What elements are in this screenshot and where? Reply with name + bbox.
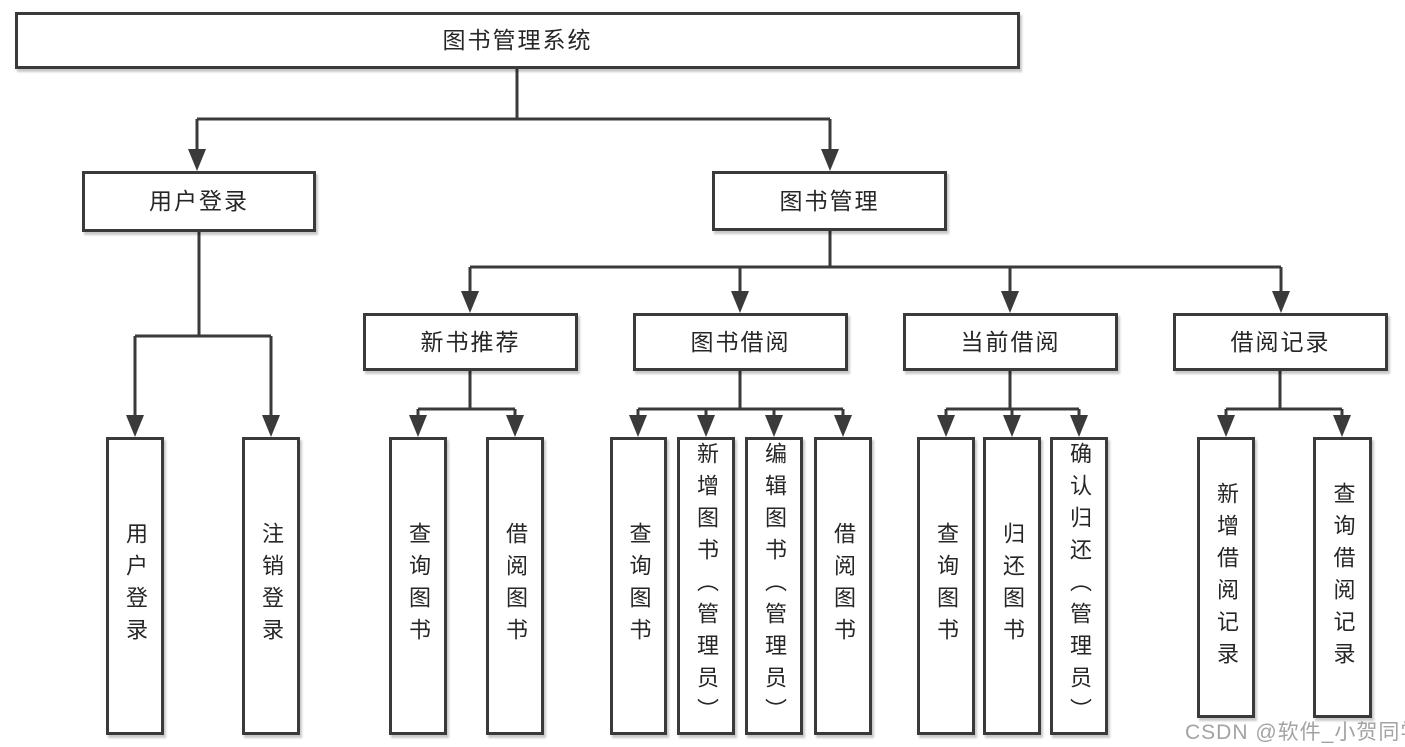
node-user-login: 用户登录 xyxy=(82,171,316,232)
leaf-user-login: 用户登录 xyxy=(106,437,164,735)
leaf-borrow-query-book: 查询图书 xyxy=(610,437,667,735)
node-label: 借阅图书 xyxy=(503,522,528,650)
leaf-current-query-book: 查询图书 xyxy=(917,437,975,735)
node-label: 查询图书 xyxy=(626,522,652,650)
node-library-management-system: 图书管理系统 xyxy=(15,12,1020,69)
node-label: 查询借阅记录 xyxy=(1330,481,1356,674)
node-label: 归还图书 xyxy=(1000,522,1025,650)
leaf-newbook-query-book: 查询图书 xyxy=(389,437,447,735)
node-label: 用户登录 xyxy=(149,188,249,214)
node-label: 查询图书 xyxy=(934,522,959,650)
leaf-records-query-record: 查询借阅记录 xyxy=(1313,437,1372,718)
csdn-watermark: CSDN @软件_小贺同学 xyxy=(1185,721,1405,744)
node-label: 查询图书 xyxy=(406,522,431,650)
node-label: 图书管理系统 xyxy=(442,27,593,53)
node-label: 借阅记录 xyxy=(1230,328,1331,355)
node-label: 当前借阅 xyxy=(960,328,1061,355)
node-label: 新书推荐 xyxy=(420,328,521,355)
node-label: 新增借阅记录 xyxy=(1214,481,1239,674)
node-label: 图书借阅 xyxy=(690,328,791,355)
node-new-book-recommend: 新书推荐 xyxy=(363,313,578,371)
node-label: 借阅图书 xyxy=(831,522,856,650)
leaf-records-add-record: 新增借阅记录 xyxy=(1197,437,1255,718)
node-label: 图书管理 xyxy=(779,187,880,214)
node-book-management: 图书管理 xyxy=(712,171,947,231)
leaf-current-return-book: 归还图书 xyxy=(983,437,1041,735)
leaf-borrow-borrow-book: 借阅图书 xyxy=(814,437,872,735)
node-label: 新增图书（管理员） xyxy=(694,442,719,730)
leaf-current-confirm-return-admin: 确认归还（管理员） xyxy=(1050,437,1108,735)
leaf-newbook-borrow-book: 借阅图书 xyxy=(486,437,544,735)
arrowheads xyxy=(126,149,1351,437)
leaf-borrow-edit-book-admin: 编辑图书（管理员） xyxy=(745,437,803,735)
node-book-borrow: 图书借阅 xyxy=(633,313,848,371)
node-current-borrow: 当前借阅 xyxy=(903,313,1118,371)
node-label: 用户登录 xyxy=(123,522,148,650)
leaf-logout: 注销登录 xyxy=(242,437,300,735)
node-label: 确认归还（管理员） xyxy=(1067,442,1092,730)
node-label: 注销登录 xyxy=(259,522,284,650)
node-label: 编辑图书（管理员） xyxy=(762,442,787,730)
node-borrow-records: 借阅记录 xyxy=(1173,313,1388,371)
leaf-borrow-add-book-admin: 新增图书（管理员） xyxy=(677,437,735,735)
